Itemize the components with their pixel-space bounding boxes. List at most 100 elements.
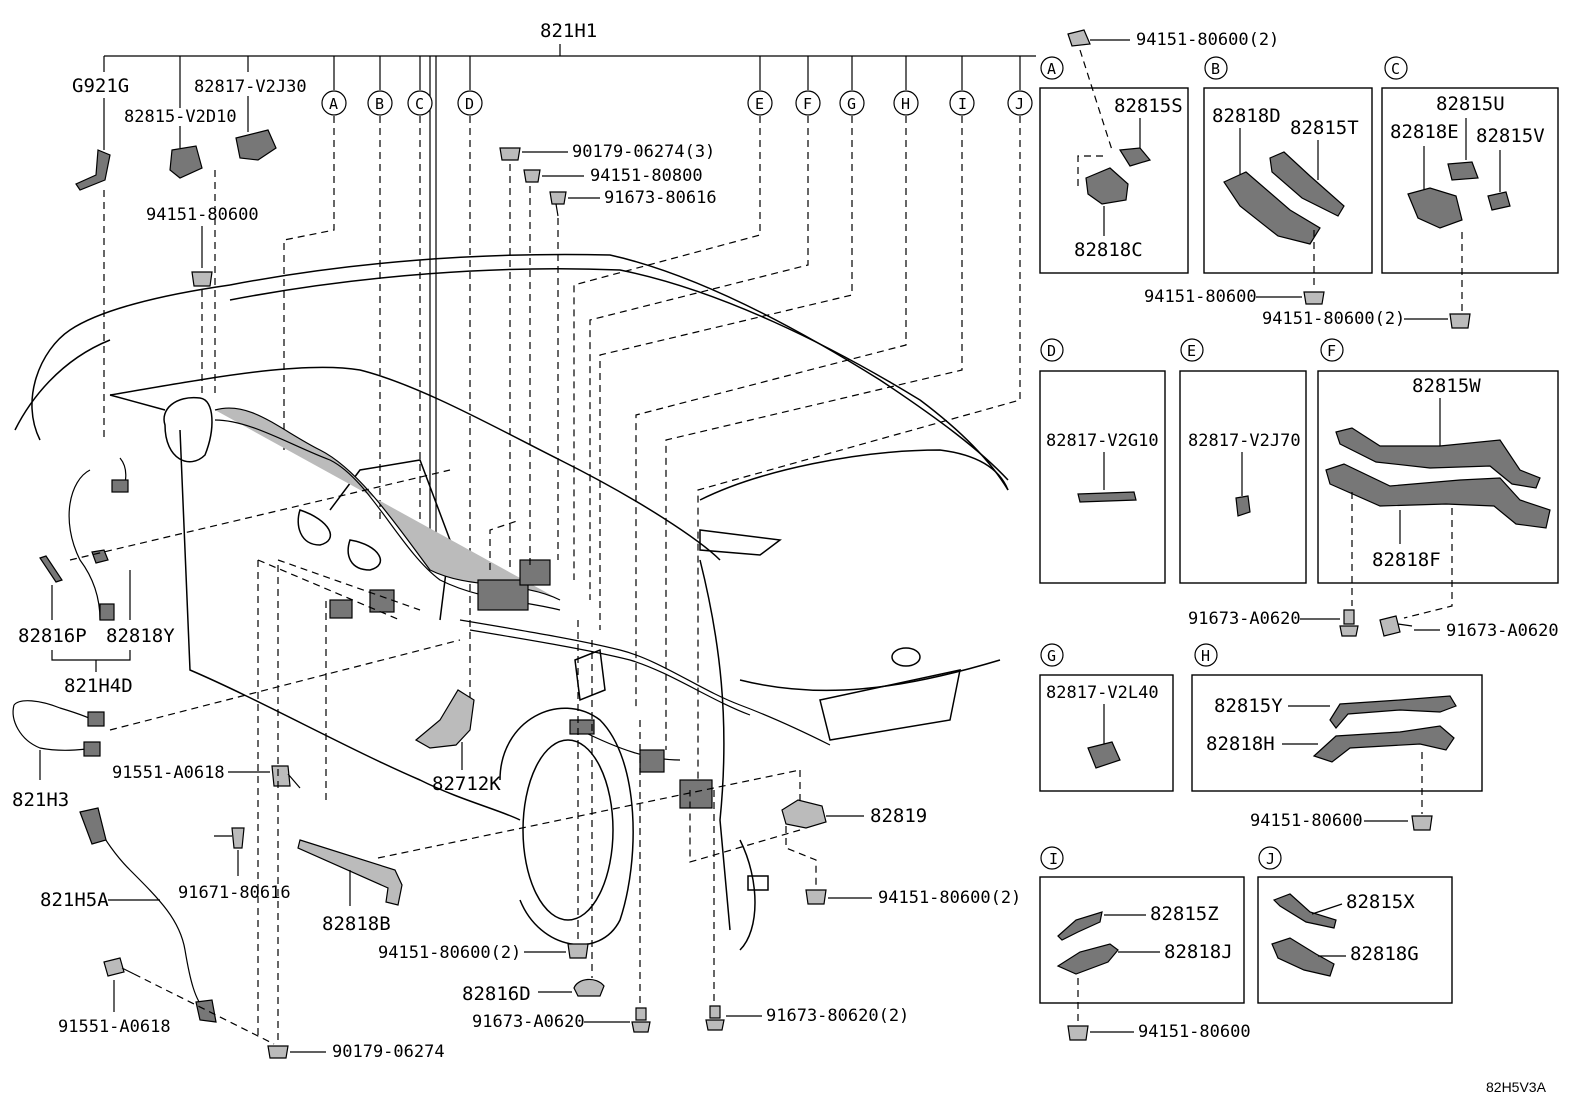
part-label-82818y[interactable]: 82818Y (106, 625, 175, 647)
part-label-82815s[interactable]: 82815S (1114, 95, 1183, 117)
82817-v2j70-part[interactable] (1235, 495, 1251, 517)
part-label-821h5a[interactable]: 821H5A (40, 889, 109, 911)
82817-v2j30-part[interactable] (235, 129, 277, 161)
clip-90179-06274-3[interactable] (499, 147, 521, 161)
82815z-part[interactable] (1057, 911, 1103, 941)
part-label-82815x[interactable]: 82815X (1346, 891, 1415, 913)
part-label-94151-80600-2-top[interactable]: 94151-80600(2) (1136, 30, 1279, 50)
821h5a-connector-bottom[interactable] (195, 999, 217, 1023)
821h5a-connector-top[interactable] (79, 807, 107, 845)
clip-94151-80600-2-a[interactable] (567, 943, 589, 959)
part-label-94151-80600-2-c[interactable]: 94151-80600(2) (1262, 309, 1405, 329)
part-label-91671-80616[interactable]: 91671-80616 (178, 883, 291, 903)
part-label-91551-a0618-upper[interactable]: 91551-A0618 (112, 763, 225, 783)
82818b-part[interactable] (297, 839, 403, 906)
clip-94151-80800[interactable] (523, 169, 541, 183)
callout-e[interactable]: E (747, 90, 773, 116)
82818h-part[interactable] (1312, 725, 1455, 763)
part-label-82815t[interactable]: 82815T (1290, 117, 1359, 139)
part-label-82815z[interactable]: 82815Z (1150, 903, 1219, 925)
part-label-821h3[interactable]: 821H3 (12, 789, 69, 811)
clip-94151-80600-i[interactable] (1067, 1025, 1089, 1041)
part-label-91673-a0620-f-left[interactable]: 91673-A0620 (1188, 609, 1301, 629)
82815t-part[interactable] (1269, 151, 1345, 217)
part-label-82712k[interactable]: 82712K (432, 773, 501, 795)
part-label-82817-v2g10[interactable]: 82817-V2G10 (1046, 431, 1159, 451)
821h4d-connector-a[interactable] (111, 479, 129, 493)
screw-91671-80616[interactable] (214, 827, 245, 849)
clip-94151-80600-h[interactable] (1411, 815, 1433, 831)
part-label-82815v[interactable]: 82815V (1476, 125, 1545, 147)
part-label-82816d[interactable]: 82816D (462, 983, 531, 1005)
82815u-part[interactable] (1447, 161, 1479, 181)
callout-b[interactable]: B (367, 90, 393, 116)
82817-v2g10-part[interactable] (1077, 491, 1137, 503)
part-label-90179-06274-3[interactable]: 90179-06274(3) (572, 142, 715, 162)
821h4d-connector-b[interactable] (99, 603, 115, 621)
part-label-94151-80800[interactable]: 94151-80800 (590, 166, 703, 186)
part-label-82818j[interactable]: 82818J (1164, 941, 1233, 963)
part-label-94151-80600-2-b[interactable]: 94151-80600(2) (878, 888, 1021, 908)
bolt-91673-80620-2[interactable] (705, 1005, 725, 1031)
part-label-90179-06274[interactable]: 90179-06274 (332, 1042, 445, 1062)
main-harness-wiring[interactable] (214, 407, 831, 809)
82815w-part[interactable] (1335, 427, 1541, 489)
part-label-g921g[interactable]: G921G (72, 75, 129, 97)
clip-94151-80600-b[interactable] (1303, 291, 1325, 305)
part-label-82818e[interactable]: 82818E (1390, 121, 1459, 143)
part-label-82818g[interactable]: 82818G (1350, 943, 1419, 965)
part-label-82818h[interactable]: 82818H (1206, 733, 1275, 755)
part-label-82817-v2j30[interactable]: 82817-V2J30 (194, 77, 307, 97)
82818e-part[interactable] (1407, 187, 1463, 229)
clip-94151-80600-2-b[interactable] (805, 889, 827, 905)
part-label-91551-a0618-lower[interactable]: 91551-A0618 (58, 1017, 171, 1037)
82815s-part[interactable] (1118, 147, 1152, 167)
82816d-part[interactable] (573, 978, 605, 997)
82818f-part[interactable] (1325, 463, 1551, 529)
clip-90179-06274[interactable] (267, 1045, 289, 1059)
82819-part[interactable] (781, 799, 827, 829)
bolt-91551-a0618-upper[interactable] (271, 765, 301, 789)
callout-h[interactable]: H (893, 90, 919, 116)
bolt-91673-a0620-f-right[interactable] (1379, 615, 1413, 637)
part-label-821h4d[interactable]: 821H4D (64, 675, 133, 697)
bolt-91673-a0620-f-left[interactable] (1339, 609, 1359, 637)
82818c-part[interactable] (1085, 167, 1129, 205)
clip-94151-80600-upper[interactable] (191, 271, 213, 287)
part-label-82818c[interactable]: 82818C (1074, 239, 1143, 261)
callout-f[interactable]: F (795, 90, 821, 116)
82712k-part[interactable] (414, 689, 475, 749)
part-label-82818f[interactable]: 82818F (1372, 549, 1441, 571)
clip-94151-80600-2-c[interactable] (1449, 313, 1471, 329)
callout-a[interactable]: A (321, 90, 347, 116)
part-label-91673-80620-2[interactable]: 91673-80620(2) (766, 1006, 909, 1026)
821h3-connector-a[interactable] (87, 711, 105, 727)
82815v-part[interactable] (1487, 191, 1511, 211)
callout-d[interactable]: D (457, 90, 483, 116)
82815y-part[interactable] (1329, 695, 1457, 729)
part-label-94151-80600-h[interactable]: 94151-80600 (1250, 811, 1363, 831)
82815-v2d10-part[interactable] (169, 145, 203, 179)
callout-j[interactable]: J (1007, 90, 1033, 116)
part-label-94151-80600-upper[interactable]: 94151-80600 (146, 205, 259, 225)
part-label-94151-80600-b[interactable]: 94151-80600 (1144, 287, 1257, 307)
part-label-82818b[interactable]: 82818B (322, 913, 391, 935)
part-label-91673-a0620-f-right[interactable]: 91673-A0620 (1446, 621, 1559, 641)
g921g-part[interactable] (75, 149, 111, 191)
82818d-part[interactable] (1223, 171, 1321, 245)
bolt-91673-a0620[interactable] (631, 1007, 651, 1033)
part-label-82815u[interactable]: 82815U (1436, 93, 1505, 115)
part-label-91673-a0620[interactable]: 91673-A0620 (472, 1012, 585, 1032)
screw-91673-80616[interactable] (549, 191, 567, 217)
callout-i[interactable]: I (949, 90, 975, 116)
part-label-82818d[interactable]: 82818D (1212, 105, 1281, 127)
82817-v2l40-part[interactable] (1087, 741, 1121, 769)
part-label-82816p[interactable]: 82816P (18, 625, 87, 647)
82815x-part[interactable] (1272, 893, 1337, 929)
82818j-part[interactable] (1056, 943, 1119, 975)
part-label-82819[interactable]: 82819 (870, 805, 927, 827)
821h3-connector-b[interactable] (83, 741, 101, 757)
part-label-94151-80600-i[interactable]: 94151-80600 (1138, 1022, 1251, 1042)
callout-g[interactable]: G (839, 90, 865, 116)
clip-94151-80600-2-top[interactable] (1067, 29, 1091, 47)
